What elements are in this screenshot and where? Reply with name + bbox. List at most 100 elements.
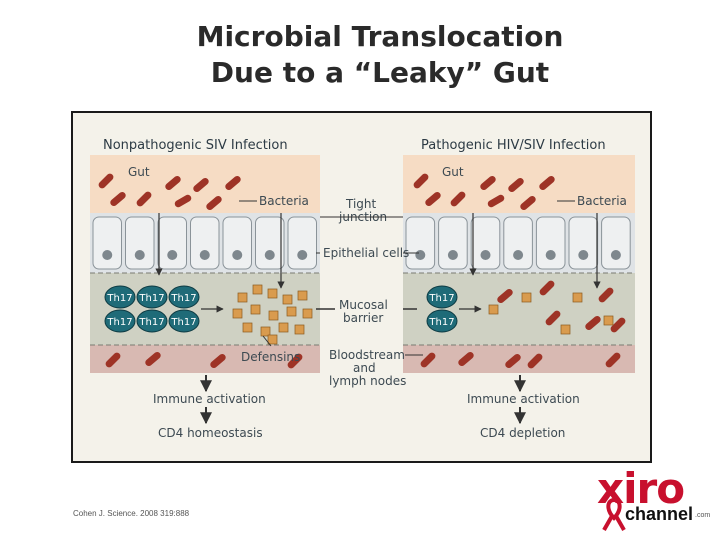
defensin bbox=[232, 308, 243, 319]
slide-title-line1: Microbial Translocation bbox=[196, 20, 564, 53]
mucosal-line2: barrier bbox=[343, 311, 383, 325]
epithelial-cell bbox=[568, 216, 599, 270]
bacterium bbox=[480, 175, 496, 191]
mucosal-barrier-label: Mucosal barrier bbox=[339, 298, 392, 325]
defensin bbox=[560, 324, 571, 335]
defensins-pointer bbox=[262, 335, 272, 347]
th17-cell bbox=[136, 285, 168, 309]
defensin bbox=[267, 334, 278, 345]
logo-suffix: .com bbox=[695, 512, 711, 519]
bacterium bbox=[174, 194, 192, 208]
right-gut-label: Gut bbox=[442, 165, 464, 179]
citation: Cohen J. Science. 2008 319:888 bbox=[73, 509, 190, 518]
epithelial-cell bbox=[255, 216, 285, 270]
left-bacteria-label: Bacteria bbox=[259, 194, 309, 208]
th17-cell bbox=[168, 309, 200, 333]
epithelial-cell bbox=[125, 216, 155, 270]
bloodstream-label: Bloodstream and lymph nodes bbox=[329, 348, 409, 388]
bloodstream-line2: and bbox=[353, 361, 376, 375]
bacterium bbox=[413, 173, 429, 189]
bacterium bbox=[545, 310, 561, 326]
cell-nucleus bbox=[297, 250, 308, 260]
bacterium bbox=[520, 195, 536, 211]
bacterium bbox=[136, 191, 152, 207]
cell-nucleus bbox=[610, 250, 621, 260]
bacterium bbox=[527, 353, 543, 369]
epithelial-cell bbox=[470, 216, 501, 270]
bacterium bbox=[287, 353, 303, 369]
bacterium bbox=[425, 191, 441, 207]
tight-junction-line1: Tight bbox=[345, 197, 377, 211]
th17-cell bbox=[136, 309, 168, 333]
left-blood-region bbox=[90, 345, 320, 373]
cell-nucleus bbox=[480, 250, 491, 260]
th17-cell bbox=[104, 309, 136, 333]
bacterium bbox=[193, 177, 209, 193]
epithelial-cell bbox=[405, 216, 436, 270]
bacterium bbox=[505, 353, 521, 369]
bacterium bbox=[497, 288, 513, 304]
right-outcome-label: CD4 depletion bbox=[480, 426, 565, 440]
defensin bbox=[268, 310, 279, 321]
th17-cell bbox=[426, 309, 458, 333]
bloodstream-line1: Bloodstream bbox=[329, 348, 405, 362]
logo-text-bottom: channel bbox=[625, 504, 694, 524]
cell-nucleus bbox=[513, 250, 524, 260]
defensin bbox=[521, 292, 532, 303]
epithelial-cells-label: Epithelial cells bbox=[323, 246, 409, 260]
bacterium bbox=[605, 352, 621, 368]
epithelial-cell bbox=[287, 216, 317, 270]
th17-cell bbox=[168, 285, 200, 309]
defensin bbox=[267, 288, 278, 299]
bacterium bbox=[165, 175, 181, 191]
th17-label: Th17 bbox=[106, 317, 132, 328]
defensin bbox=[282, 294, 293, 305]
cell-nucleus bbox=[232, 250, 243, 260]
cell-nucleus bbox=[264, 250, 275, 260]
epithelial-cell bbox=[503, 216, 533, 270]
right-defensins bbox=[488, 292, 614, 335]
cell-nucleus bbox=[447, 250, 458, 260]
epithelial-cell bbox=[535, 216, 566, 270]
right-mucosa-region bbox=[403, 273, 635, 345]
bacterium bbox=[487, 194, 505, 208]
defensins-label: Defensins bbox=[241, 350, 300, 364]
tight-junction-label: Tight junction bbox=[338, 197, 387, 224]
bacterium bbox=[210, 353, 226, 369]
cell-nucleus bbox=[199, 250, 210, 260]
th17-label: Th17 bbox=[138, 317, 164, 328]
defensin bbox=[572, 292, 583, 303]
defensin bbox=[260, 326, 271, 337]
defensin bbox=[603, 315, 614, 326]
bacterium bbox=[598, 287, 614, 303]
bacterium bbox=[508, 177, 524, 193]
epithelial-cell bbox=[92, 216, 122, 270]
bacterium bbox=[145, 351, 161, 367]
brand-logo: xiro channel .com bbox=[597, 464, 715, 532]
defensin bbox=[488, 304, 499, 315]
th17-cell bbox=[104, 285, 136, 309]
th17-label: Th17 bbox=[428, 317, 454, 328]
cell-nucleus bbox=[578, 250, 589, 260]
right-bacteria-label: Bacteria bbox=[577, 194, 627, 208]
bacterium bbox=[458, 351, 474, 367]
defensin bbox=[302, 308, 313, 319]
bacterium bbox=[420, 352, 436, 368]
epithelial-cell bbox=[190, 216, 220, 270]
cell-nucleus bbox=[167, 250, 178, 260]
cell-nucleus bbox=[134, 250, 145, 260]
right-bacteria bbox=[413, 173, 626, 369]
left-bacteria bbox=[98, 173, 303, 369]
bacterium bbox=[110, 191, 126, 207]
right-heading: Pathogenic HIV/SIV Infection bbox=[421, 138, 606, 153]
defensin bbox=[237, 292, 248, 303]
cell-nucleus bbox=[415, 250, 426, 260]
epithelial-cell bbox=[438, 216, 468, 270]
left-gut-label: Gut bbox=[128, 165, 150, 179]
defensin bbox=[250, 304, 261, 315]
red-ribbon-icon bbox=[602, 498, 626, 531]
